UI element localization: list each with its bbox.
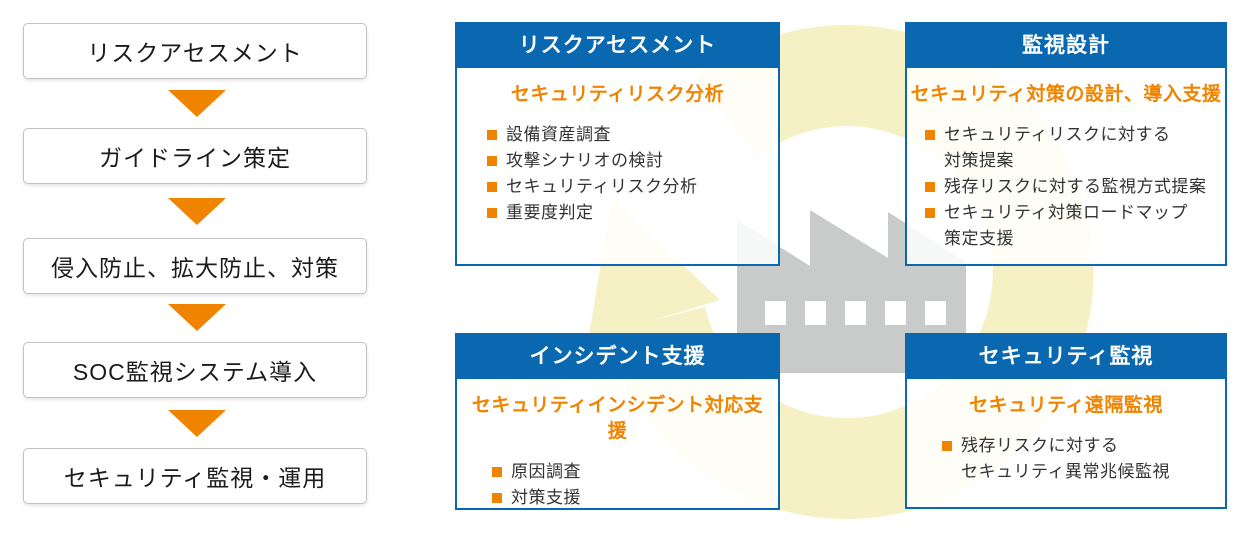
list-item: 設備資産調査 xyxy=(487,122,772,148)
down-triangle-arrow-icon xyxy=(168,198,226,225)
square-bullet-icon xyxy=(492,467,502,477)
list-item-text: セキュリティ対策ロードマップ 策定支援 xyxy=(944,203,1188,248)
flow-step-guideline: ガイドライン策定 xyxy=(23,128,367,184)
square-bullet-icon xyxy=(487,156,497,166)
card-security-monitoring: セキュリティ監視 セキュリティ遠隔監視 残存リスクに対する セキュリティ異常兆候… xyxy=(905,333,1227,509)
list-item-text: 攻撃シナリオの検討 xyxy=(506,151,664,170)
square-bullet-icon xyxy=(925,130,935,140)
list-item: 原因調査 xyxy=(492,459,772,485)
square-bullet-icon xyxy=(492,493,502,503)
card-body: セキュリティ遠隔監視 残存リスクに対する セキュリティ異常兆候監視 xyxy=(907,379,1225,485)
card-risk-assessment: リスクアセスメント セキュリティリスク分析 設備資産調査 攻撃シナリオの検討 セ… xyxy=(455,22,780,266)
list-item-text: セキュリティリスク分析 xyxy=(506,177,698,196)
list-item: セキュリティリスク分析 xyxy=(487,174,772,200)
list-item: セキュリティ対策ロードマップ 策定支援 xyxy=(925,200,1223,252)
card-subtitle: セキュリティ遠隔監視 xyxy=(969,395,1163,416)
list-item: 対策支援 xyxy=(492,485,772,511)
square-bullet-icon xyxy=(487,208,497,218)
list-item: セキュリティリスクに対する 対策提案 xyxy=(925,122,1223,174)
card-body: セキュリティリスク分析 設備資産調査 攻撃シナリオの検討 セキュリティリスク分析… xyxy=(457,68,778,226)
list-item-text: 残存リスクに対する セキュリティ異常兆候監視 xyxy=(961,436,1170,481)
square-bullet-icon xyxy=(925,208,935,218)
card-item-list: 原因調査 対策支援 xyxy=(463,459,772,511)
card-item-list: 設備資産調査 攻撃シナリオの検討 セキュリティリスク分析 重要度判定 xyxy=(463,122,772,226)
down-triangle-arrow-icon xyxy=(168,304,226,331)
card-monitoring-design: 監視設計 セキュリティ対策の設計、導入支援 セキュリティリスクに対する 対策提案… xyxy=(905,22,1227,266)
card-subtitle: セキュリティ対策の設計、導入支援 xyxy=(910,84,1222,105)
card-title: セキュリティ監視 xyxy=(907,335,1225,379)
card-item-list: セキュリティリスクに対する 対策提案 残存リスクに対する監視方式提案 セキュリテ… xyxy=(909,122,1223,252)
list-item-text: 重要度判定 xyxy=(506,203,594,222)
square-bullet-icon xyxy=(487,130,497,140)
flow-step-soc-introduction: SOC監視システム導入 xyxy=(23,342,367,398)
list-item: 残存リスクに対する セキュリティ異常兆候監視 xyxy=(942,433,1219,485)
flow-step-prevention: 侵入防止、拡大防止、対策 xyxy=(23,238,367,294)
list-item: 攻撃シナリオの検討 xyxy=(487,148,772,174)
list-item-text: 設備資産調査 xyxy=(506,125,611,144)
card-title: リスクアセスメント xyxy=(457,24,778,68)
factory-windows xyxy=(765,301,946,325)
flow-step-risk-assessment: リスクアセスメント xyxy=(23,23,367,79)
card-body: セキュリティ対策の設計、導入支援 セキュリティリスクに対する 対策提案 残存リス… xyxy=(907,68,1225,252)
card-incident-support: インシデント支援 セキュリティインシデント対応支援 原因調査 対策支援 xyxy=(455,333,780,510)
flow-step-monitoring-operation: セキュリティ監視・運用 xyxy=(23,448,367,504)
square-bullet-icon xyxy=(487,182,497,192)
card-body: セキュリティインシデント対応支援 原因調査 対策支援 xyxy=(457,379,778,511)
down-triangle-arrow-icon xyxy=(168,410,226,437)
down-triangle-arrow-icon xyxy=(168,90,226,117)
card-subtitle: セキュリティインシデント対応支援 xyxy=(471,395,764,442)
card-item-list: 残存リスクに対する セキュリティ異常兆候監視 xyxy=(913,433,1219,485)
list-item-text: 残存リスクに対する監視方式提案 xyxy=(944,177,1207,196)
list-item: 残存リスクに対する監視方式提案 xyxy=(925,174,1223,200)
square-bullet-icon xyxy=(925,182,935,192)
list-item: 重要度判定 xyxy=(487,200,772,226)
card-title: 監視設計 xyxy=(907,24,1225,68)
list-item-text: セキュリティリスクに対する 対策提案 xyxy=(944,125,1171,170)
card-title: インシデント支援 xyxy=(457,335,778,379)
list-item-text: 原因調査 xyxy=(511,462,581,481)
card-subtitle: セキュリティリスク分析 xyxy=(510,84,725,105)
list-item-text: 対策支援 xyxy=(511,488,581,507)
square-bullet-icon xyxy=(942,441,952,451)
